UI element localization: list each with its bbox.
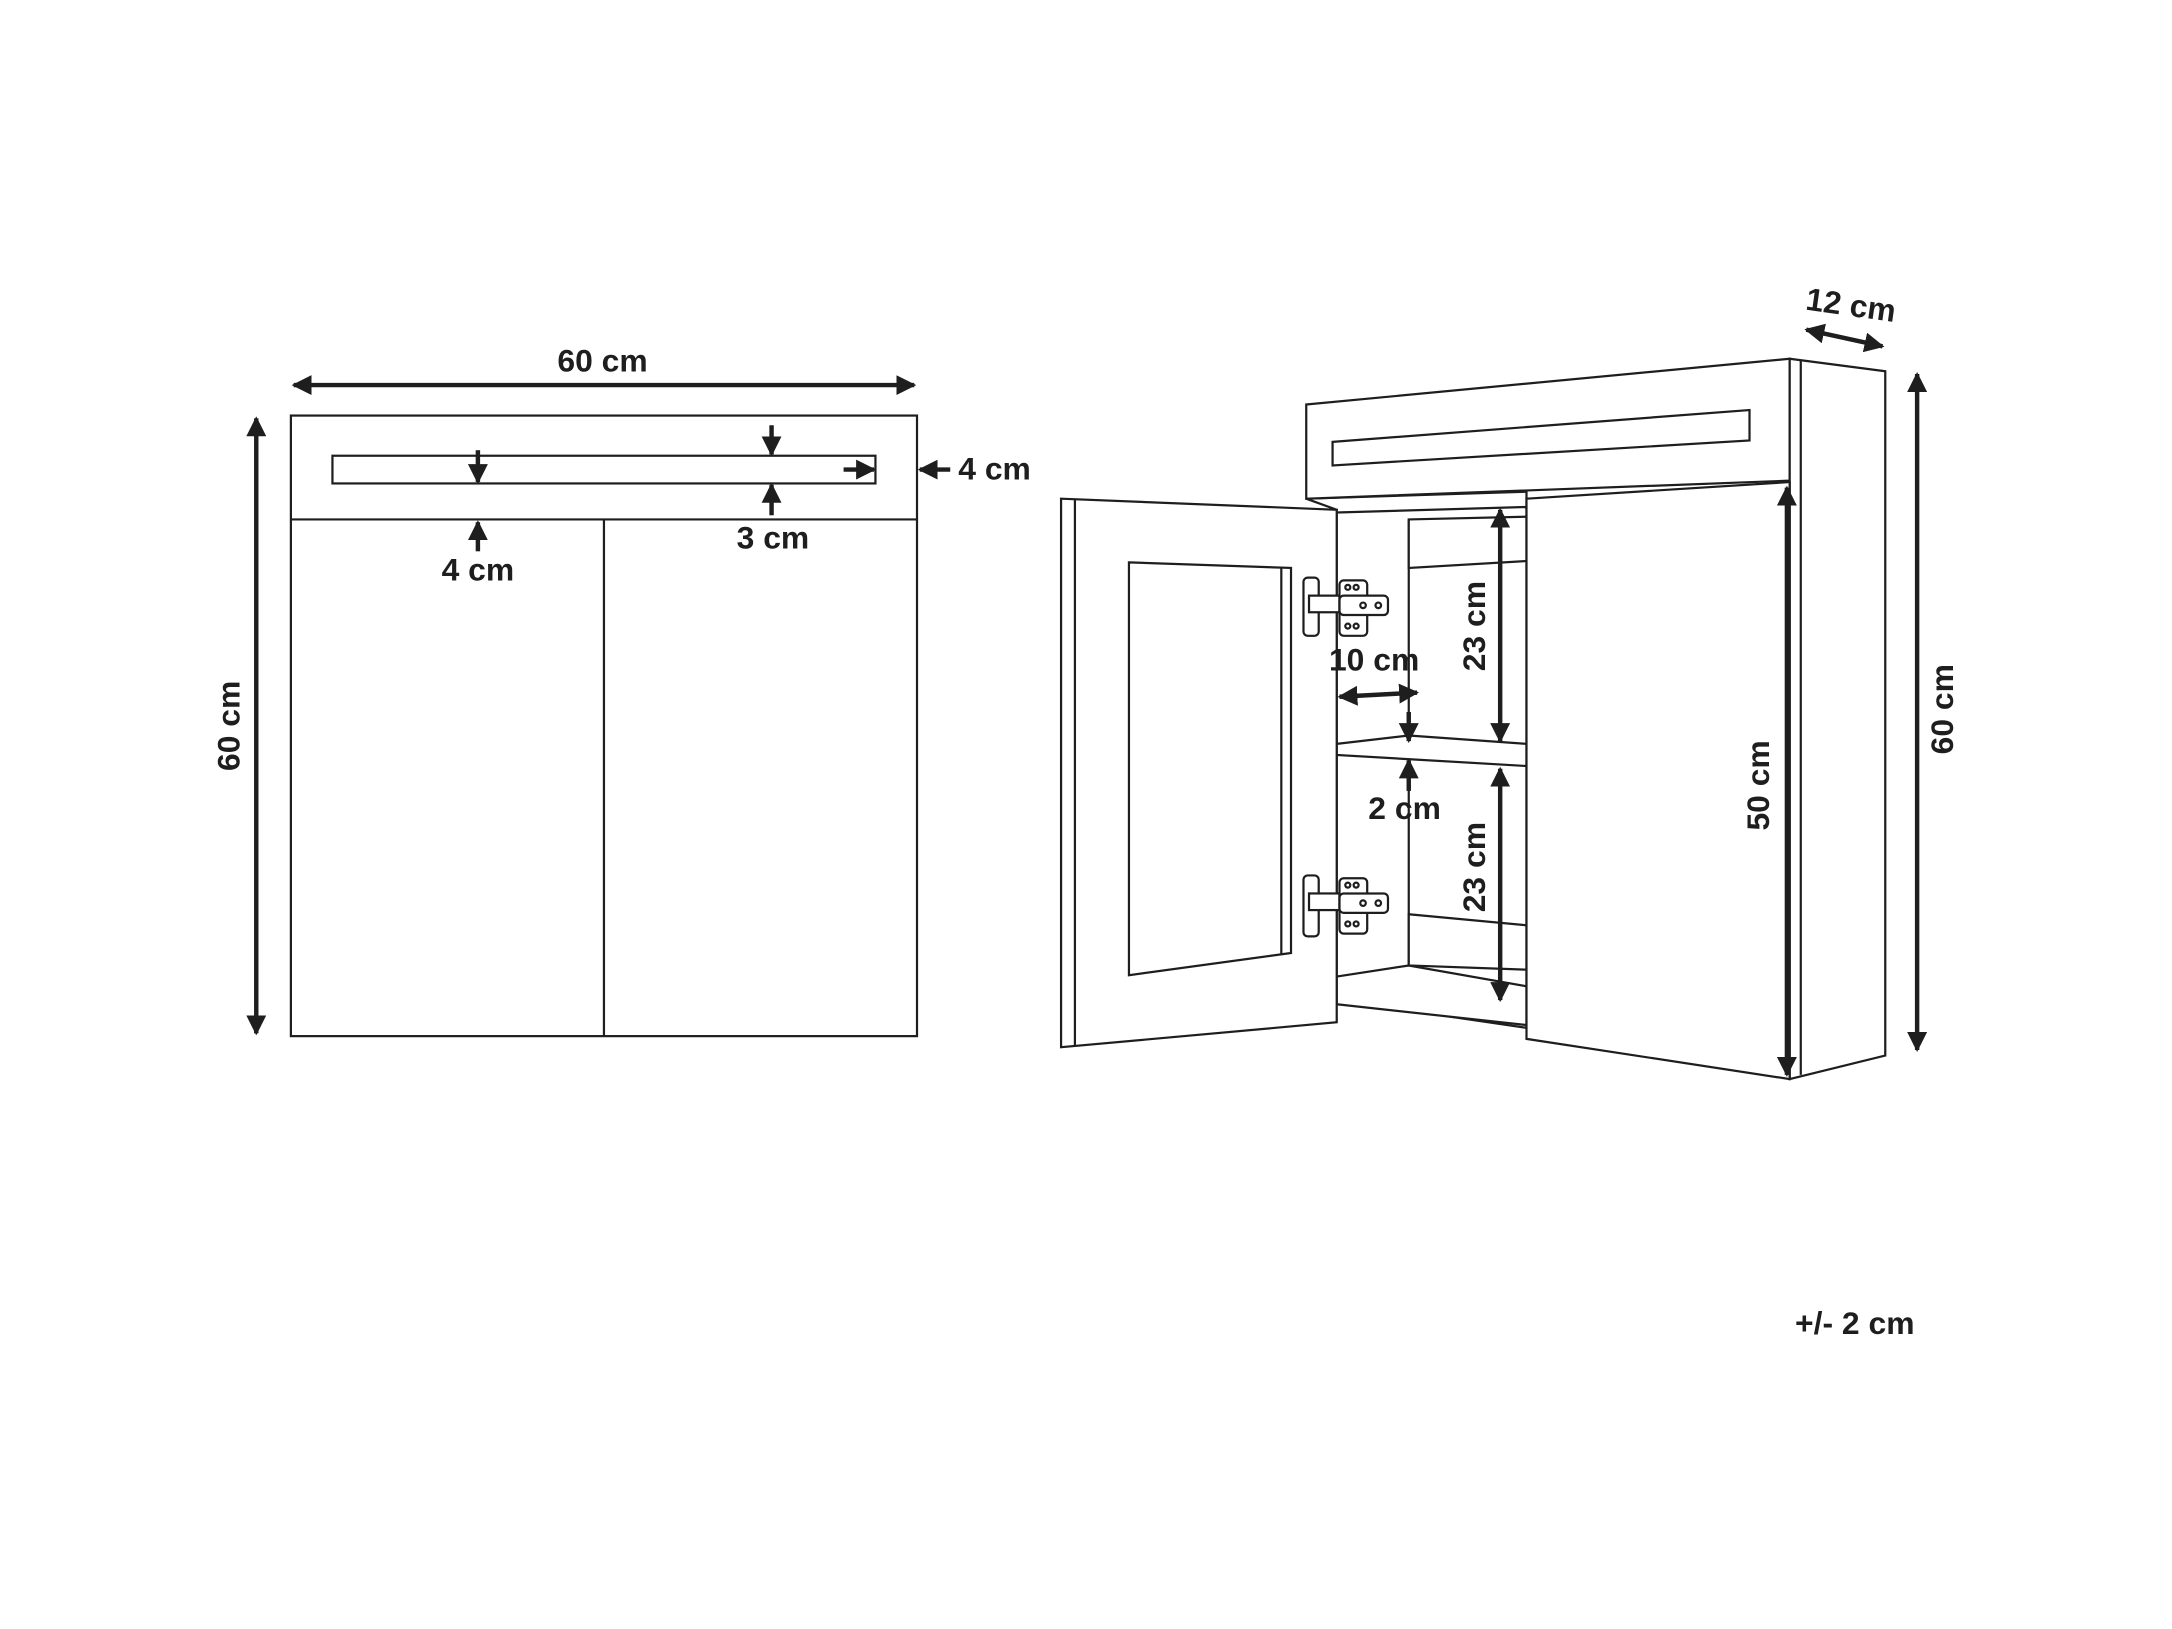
hinge-icon <box>1302 874 1390 938</box>
upper-compartment-label: 23 cm <box>1456 581 1492 671</box>
tolerance-label: +/- 2 cm <box>1795 1305 1914 1341</box>
perspective-view: 12 cm 60 cm 50 cm 23 cm 23 cm 10 cm 2 cm <box>1059 281 1960 1081</box>
light-strip <box>331 454 877 485</box>
right-door <box>1525 480 1791 1081</box>
strip-inset-label: 4 cm <box>442 551 515 587</box>
lower-compartment-label: 23 cm <box>1456 822 1492 912</box>
hinge-icon <box>1302 576 1390 637</box>
strip-height-label: 3 cm <box>737 520 810 556</box>
depth-arrow <box>1804 323 1885 353</box>
side-panel <box>1788 357 1887 1081</box>
total-height-label: 60 cm <box>1924 664 1960 754</box>
upper-box <box>1407 515 1528 570</box>
height-label: 60 cm <box>211 681 247 771</box>
depth-label: 12 cm <box>1804 281 1898 329</box>
shelf-thickness-label: 2 cm <box>1368 790 1441 826</box>
width-label: 60 cm <box>557 342 647 378</box>
lower-box <box>1407 913 1528 971</box>
shelf-depth-label: 10 cm <box>1329 642 1419 678</box>
shelf-depth-arrow <box>1337 683 1420 706</box>
top-panel-label: 4 cm <box>958 450 1031 486</box>
front-view: 60 cm 60 cm 4 cm 3 cm 4 cm <box>211 342 1031 1038</box>
mirror-panel <box>1127 561 1293 977</box>
door-height-label: 50 cm <box>1740 740 1776 830</box>
perspective-light-strip <box>1331 408 1751 467</box>
